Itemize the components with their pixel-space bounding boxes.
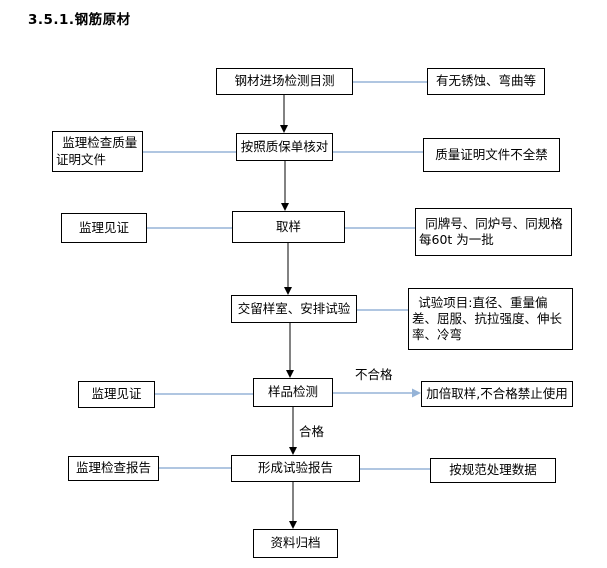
flow-step-form-test-report: 形成试验报告 <box>231 455 360 482</box>
flow-step-deliver-sample-room: 交留样室、安排试验 <box>231 295 357 323</box>
edge-label-fail: 不合格 <box>355 367 393 382</box>
flow-note-incomplete-certificate-forbidden: 质量证明文件不全禁 <box>423 138 560 172</box>
flow-side-supervisor-check-certificate: 监理检查质量证明文件 <box>52 131 143 172</box>
flow-note-label: 同牌号、同炉号、同规格每60t 为一批 <box>419 215 563 247</box>
flow-step-sample-testing: 样品检测 <box>253 378 333 407</box>
flow-step-archive: 资料归档 <box>253 529 338 558</box>
flow-side-supervisor-witness-2: 监理见证 <box>78 381 155 408</box>
flow-note-label: 试验项目:直径、重量偏差、屈服、抗拉强度、伸长率、冷弯 <box>412 294 563 343</box>
flow-step-check-quality-certificate: 按照质保单核对 <box>236 133 333 161</box>
flow-note-double-sampling: 加倍取样,不合格禁止使用 <box>421 381 573 407</box>
flow-step-sampling: 取样 <box>232 211 345 243</box>
flow-note-batch-rule: 同牌号、同炉号、同规格每60t 为一批 <box>415 208 572 256</box>
flow-step-incoming-visual-inspection: 钢材进场检测目测 <box>216 68 353 95</box>
flow-side-label: 监理检查质量证明文件 <box>56 135 138 167</box>
edge-label-pass: 合格 <box>299 424 325 439</box>
flow-note-test-items: 试验项目:直径、重量偏差、屈服、抗拉强度、伸长率、冷弯 <box>408 288 573 350</box>
flow-side-supervisor-check-report: 监理检查报告 <box>68 456 159 481</box>
page-title: 3.5.1.钢筋原材 <box>28 12 131 28</box>
flow-note-process-data-per-spec: 按规范处理数据 <box>430 458 556 483</box>
flow-side-supervisor-witness-1: 监理见证 <box>61 213 147 243</box>
flow-note-rust-bend: 有无锈蚀、弯曲等 <box>427 68 545 95</box>
